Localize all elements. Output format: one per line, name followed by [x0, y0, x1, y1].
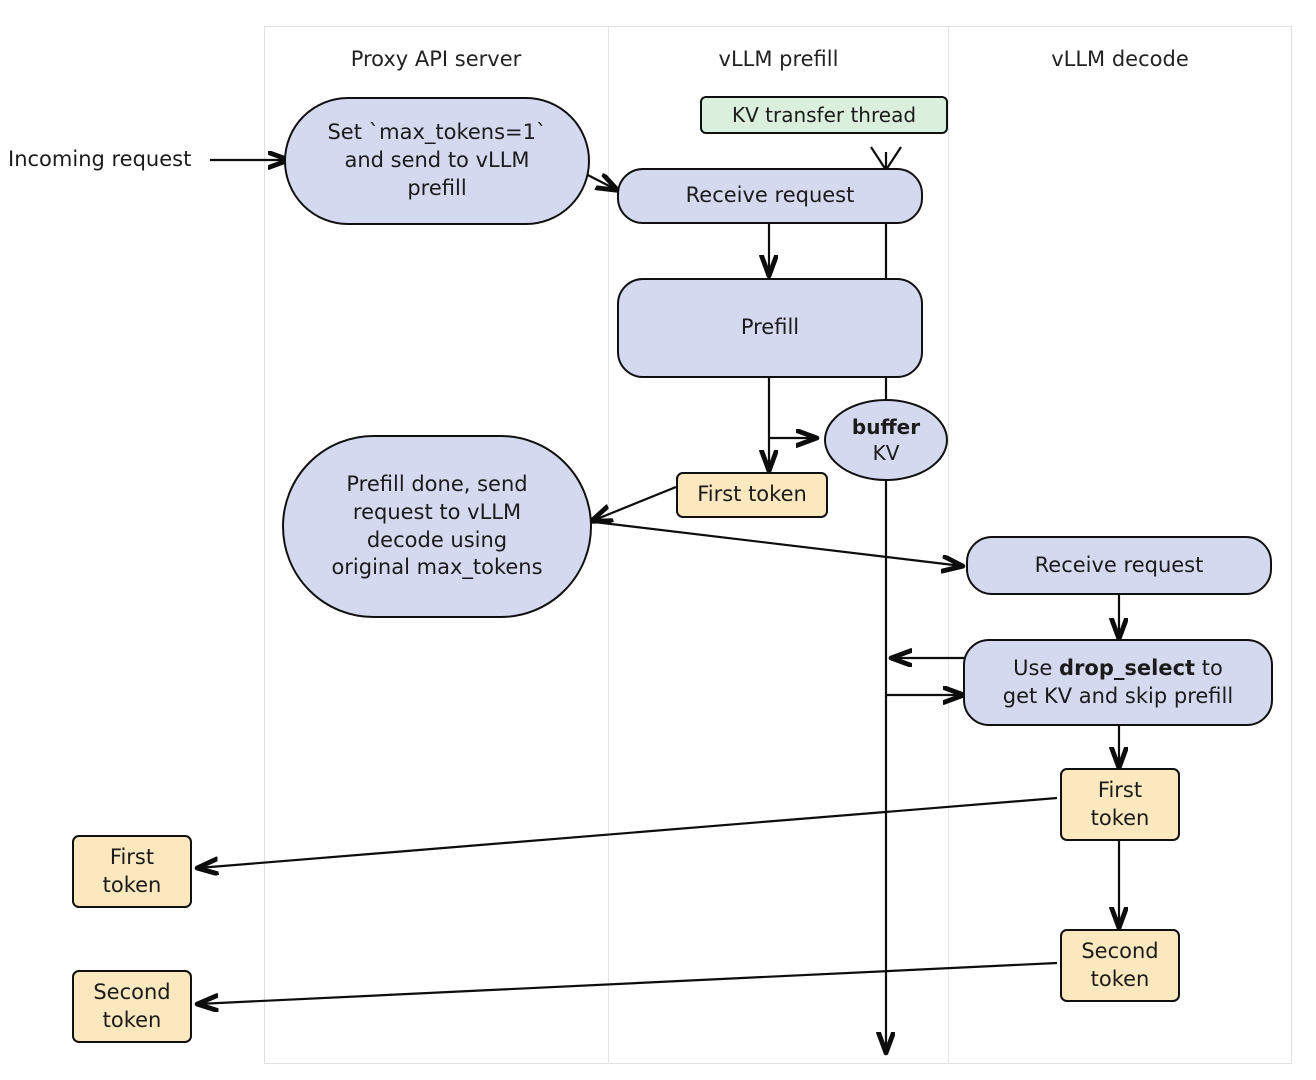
drop-select-bold-label: drop_select: [1059, 655, 1196, 680]
buffer-kv-bold-label: buffer: [851, 414, 921, 439]
set-max-tokens-line-2: and send to vLLM: [344, 148, 530, 173]
node-drop-select[interactable]: Use drop_select to get KV and skip prefi…: [963, 639, 1273, 726]
node-prefill[interactable]: Prefill: [617, 278, 923, 378]
node-second-token-decode[interactable]: Second token: [1060, 929, 1180, 1002]
first-token-output-line-1: First: [109, 844, 155, 869]
prefill-label: Prefill: [740, 315, 800, 340]
lane-title-decode: vLLM decode: [1051, 47, 1189, 71]
prefill-done-line-1: Prefill done, send: [346, 472, 528, 497]
prefill-done-line-3: decode using: [366, 527, 508, 552]
drop-select-line2: get KV and skip prefill: [1002, 683, 1234, 708]
drop-select-line1-post: to: [1195, 655, 1223, 680]
lane-title-proxy: Proxy API server: [350, 47, 522, 71]
node-prefill-done[interactable]: Prefill done, send request to vLLM decod…: [282, 435, 592, 618]
node-first-token-prefill[interactable]: First token: [676, 472, 828, 518]
prefill-done-line-4: original max_tokens: [331, 555, 543, 580]
prefill-done-line-2: request to vLLM: [352, 499, 522, 524]
node-kv-transfer-thread[interactable]: KV transfer thread: [700, 96, 948, 134]
receive-request-prefill-label: Receive request: [685, 183, 855, 208]
node-second-token-output[interactable]: Second token: [72, 970, 192, 1043]
first-token-output-line-2: token: [102, 872, 162, 897]
second-token-output-line-2: token: [102, 1007, 162, 1032]
first-token-decode-line-2: token: [1090, 805, 1150, 830]
second-token-decode-line-2: token: [1090, 966, 1150, 991]
second-token-decode-line-1: Second: [1081, 938, 1159, 963]
node-buffer-kv[interactable]: buffer KV: [824, 399, 948, 481]
node-first-token-decode[interactable]: First token: [1060, 768, 1180, 841]
node-set-max-tokens[interactable]: Set `max_tokens=1` and send to vLLM pref…: [284, 97, 590, 225]
set-max-tokens-line-3: prefill: [407, 175, 467, 200]
first-token-prefill-label: First token: [697, 482, 807, 507]
lane-divider-1: [608, 26, 609, 1064]
second-token-output-line-1: Second: [93, 979, 171, 1004]
receive-request-decode-label: Receive request: [1034, 552, 1204, 577]
lane-divider-2: [948, 26, 949, 1064]
node-receive-request-decode[interactable]: Receive request: [966, 536, 1272, 595]
incoming-request-label: Incoming request: [8, 147, 192, 171]
node-receive-request-prefill[interactable]: Receive request: [617, 168, 923, 224]
node-first-token-output[interactable]: First token: [72, 835, 192, 908]
kv-transfer-thread-label: KV transfer thread: [731, 102, 917, 127]
buffer-kv-plain-label: KV: [872, 441, 900, 465]
set-max-tokens-line-1: Set `max_tokens=1`: [327, 120, 547, 145]
drop-select-line1-pre: Use: [1013, 655, 1060, 680]
lane-title-prefill: vLLM prefill: [718, 47, 839, 71]
first-token-decode-line-1: First: [1097, 777, 1143, 802]
